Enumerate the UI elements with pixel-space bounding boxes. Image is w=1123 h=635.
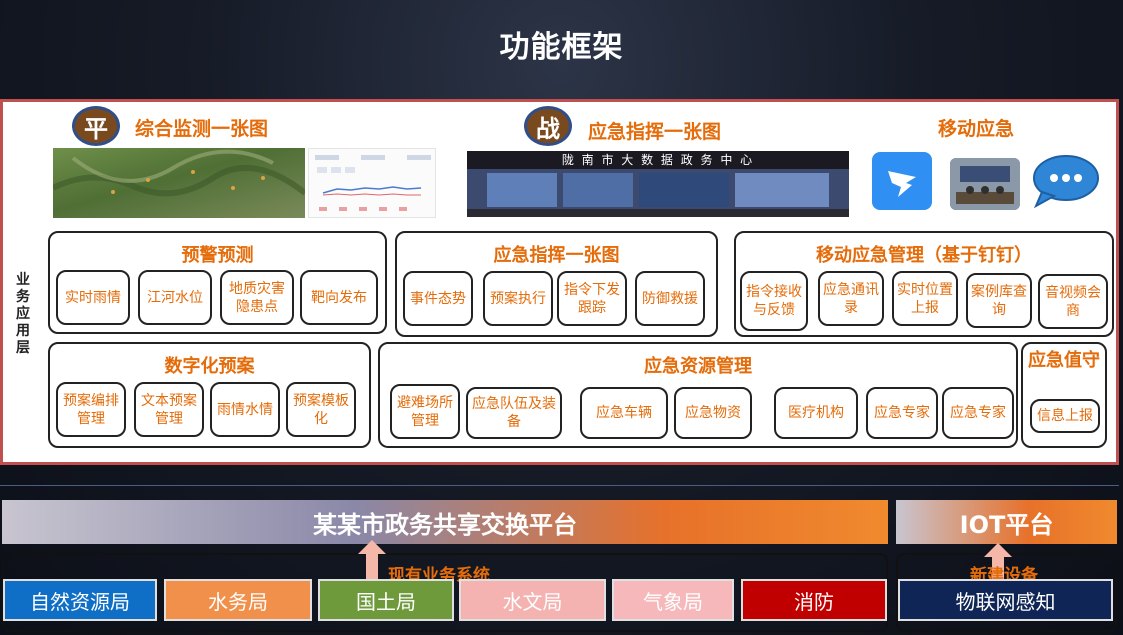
item-defense-rescue[interactable]: 防御救援 xyxy=(635,271,705,326)
item-materials[interactable]: 应急物资 xyxy=(674,387,752,439)
page-title: 功能框架 xyxy=(499,30,624,65)
line-chart-icon xyxy=(315,155,431,211)
command-center-photo[interactable]: 陇 南 市 大 数 据 政 务 中 心 xyxy=(467,151,849,217)
system-iot-sensing[interactable]: 物联网感知 xyxy=(898,579,1113,621)
system-land[interactable]: 国土局 xyxy=(318,579,454,621)
zhan-badge: 战 xyxy=(524,106,572,146)
system-meteorology[interactable]: 气象局 xyxy=(612,579,734,621)
item-team-equipment[interactable]: 应急队伍及装备 xyxy=(466,387,562,439)
item-realtime-rain[interactable]: 实时雨情 xyxy=(56,270,130,325)
system-hydrology[interactable]: 水文局 xyxy=(459,579,606,621)
item-location-report[interactable]: 实时位置上报 xyxy=(892,271,958,326)
section-divider xyxy=(0,485,1119,486)
item-plan-template[interactable]: 预案模板化 xyxy=(286,382,356,437)
up-arrow-icon xyxy=(358,540,386,584)
system-fire[interactable]: 消防 xyxy=(741,579,887,621)
up-arrow-icon-iot xyxy=(984,543,1012,583)
chat-bubble-icon[interactable] xyxy=(1028,150,1100,214)
item-command-receive[interactable]: 指令接收与反馈 xyxy=(740,271,808,331)
dingtalk-wing-icon xyxy=(888,171,916,197)
dingtalk-icon[interactable] xyxy=(872,152,932,210)
terrain-map-icon xyxy=(53,148,305,218)
system-water-affairs[interactable]: 水务局 xyxy=(164,579,312,621)
group-resources: 应急资源管理 避难场所管理 应急队伍及装备 应急车辆 应急物资 医疗机构 应急专… xyxy=(378,342,1018,448)
layer-label: 业务应用层 xyxy=(16,272,30,356)
item-command-tracking[interactable]: 指令下发跟踪 xyxy=(557,271,627,326)
item-event-situation[interactable]: 事件态势 xyxy=(403,271,473,326)
monitor-map-thumbnail[interactable] xyxy=(53,148,305,218)
message-icon xyxy=(1033,155,1099,209)
group-command: 应急指挥一张图 事件态势 预案执行 指令下发跟踪 防御救援 xyxy=(395,231,718,337)
item-case-query[interactable]: 案例库查询 xyxy=(966,273,1032,328)
group-digital-plan-title: 数字化预案 xyxy=(164,356,255,377)
item-river-level[interactable]: 江河水位 xyxy=(138,270,212,325)
item-vehicles[interactable]: 应急车辆 xyxy=(580,387,668,439)
item-experts-2[interactable]: 应急专家 xyxy=(942,387,1014,439)
item-experts-1[interactable]: 应急专家 xyxy=(866,387,938,439)
item-plan-arrange[interactable]: 预案编排管理 xyxy=(56,382,126,437)
iot-platform-bar: IOT平台 xyxy=(896,500,1117,544)
item-plan-execution[interactable]: 预案执行 xyxy=(483,271,553,326)
command-screen-banner: 陇 南 市 大 数 据 政 务 中 心 xyxy=(467,151,849,169)
item-contacts[interactable]: 应急通讯录 xyxy=(818,271,884,326)
platform-bar: 某某市政务共享交换平台 xyxy=(2,500,888,544)
monitor-map-title: 综合监测一张图 xyxy=(135,118,269,140)
item-info-report[interactable]: 信息上报 xyxy=(1030,399,1100,433)
group-mobile-mgmt: 移动应急管理（基于钉钉） 指令接收与反馈 应急通讯录 实时位置上报 案例库查询 … xyxy=(734,231,1114,337)
item-medical[interactable]: 医疗机构 xyxy=(774,387,858,439)
item-shelter[interactable]: 避难场所管理 xyxy=(390,384,460,439)
group-command-title: 应急指挥一张图 xyxy=(493,245,620,266)
item-geo-hazard[interactable]: 地质灾害隐患点 xyxy=(220,270,294,325)
mobile-emergency-title: 移动应急 xyxy=(938,118,1015,140)
video-conference-icon[interactable] xyxy=(950,158,1020,210)
group-duty: 应急值守 信息上报 xyxy=(1021,342,1107,448)
command-map-title: 应急指挥一张图 xyxy=(588,121,722,143)
group-resources-title: 应急资源管理 xyxy=(644,356,752,377)
group-digital-plan: 数字化预案 预案编排管理 文本预案管理 雨情水情 预案模板化 xyxy=(48,342,371,448)
item-rain-water[interactable]: 雨情水情 xyxy=(210,382,280,437)
item-text-plan[interactable]: 文本预案管理 xyxy=(134,382,204,437)
group-warning: 预警预测 实时雨情 江河水位 地质灾害隐患点 靶向发布 xyxy=(48,231,387,334)
video-wall-icon xyxy=(467,169,849,217)
group-mobile-mgmt-title: 移动应急管理（基于钉钉） xyxy=(816,245,1032,266)
item-targeted-release[interactable]: 靶向发布 xyxy=(300,270,378,325)
monitor-chart-thumbnail xyxy=(308,148,436,218)
ping-badge: 平 xyxy=(72,106,120,146)
meeting-room-icon xyxy=(950,158,1020,210)
system-natural-resources[interactable]: 自然资源局 xyxy=(3,579,157,621)
group-warning-title: 预警预测 xyxy=(181,245,254,266)
item-av-meeting[interactable]: 音视频会商 xyxy=(1038,274,1108,329)
group-duty-title: 应急值守 xyxy=(1028,350,1100,371)
